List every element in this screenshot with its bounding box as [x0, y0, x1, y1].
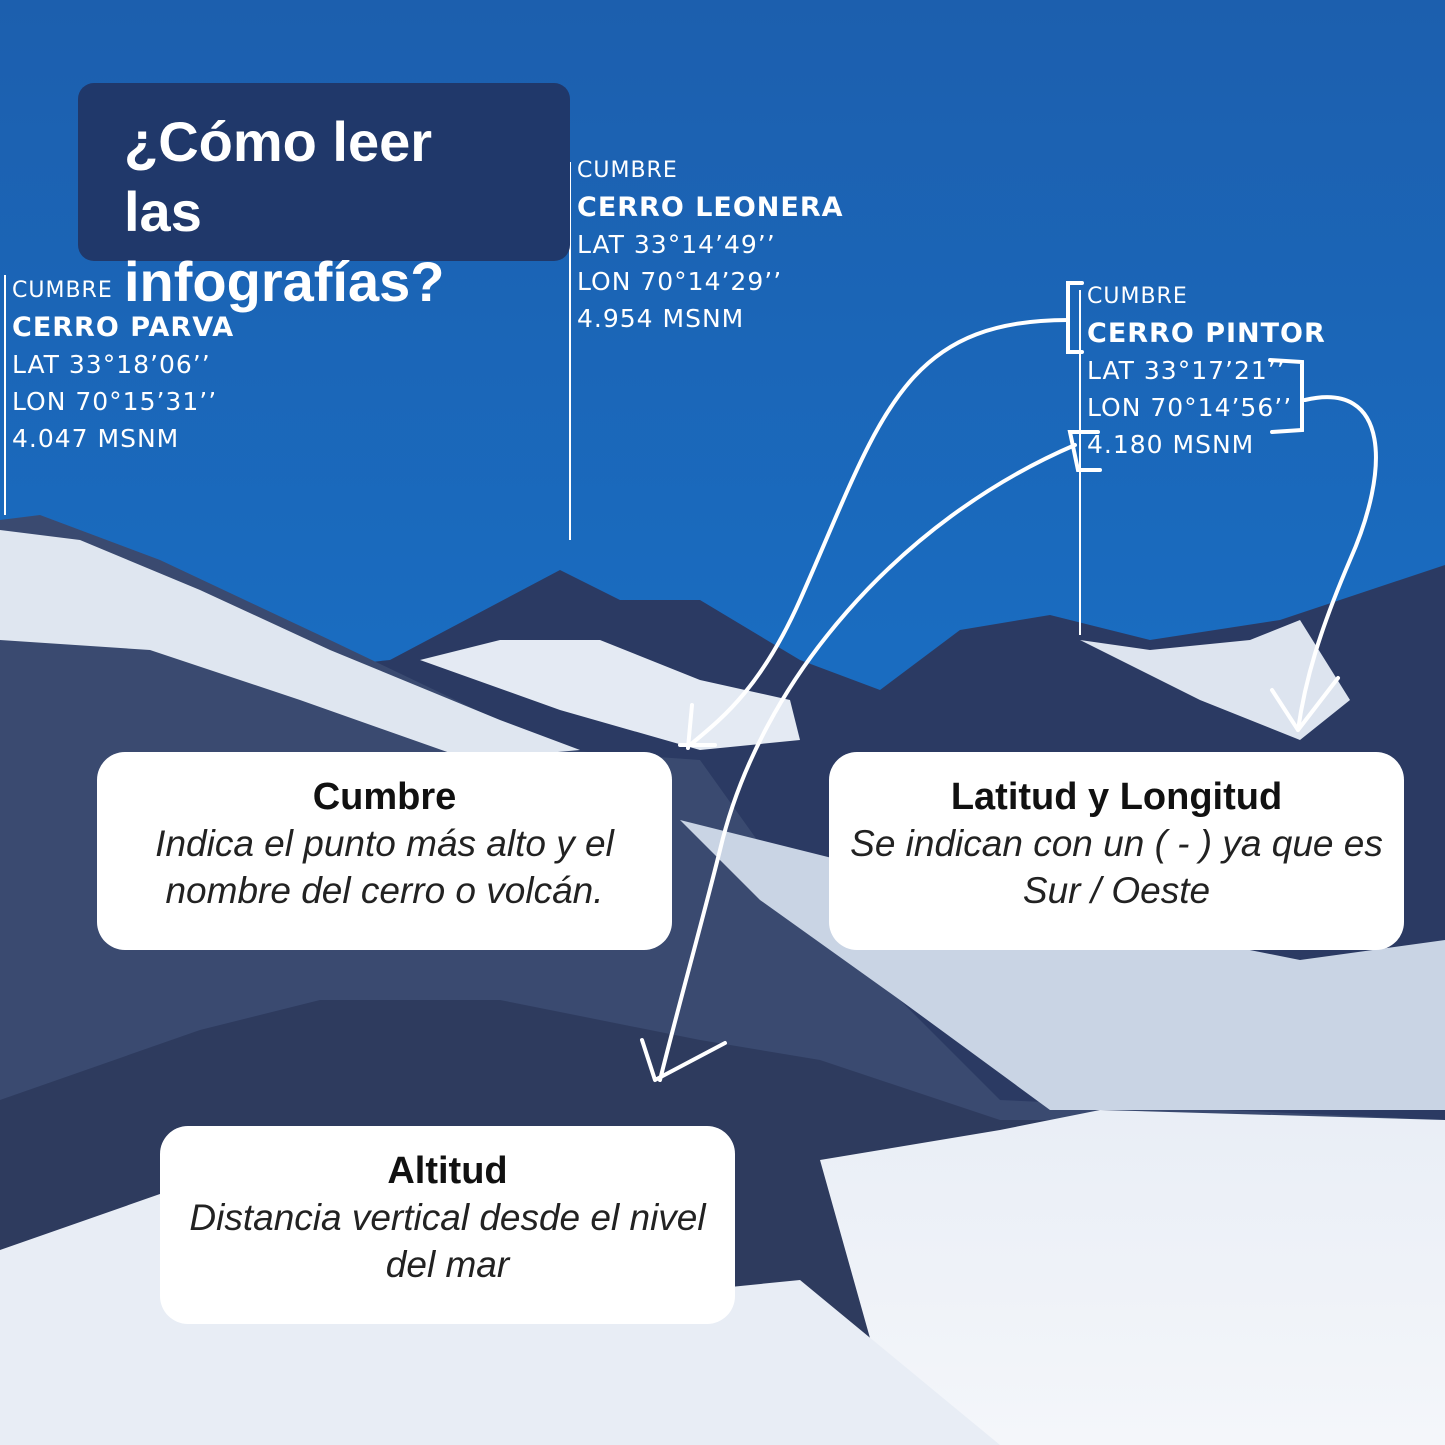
- snow-left: [0, 530, 580, 760]
- card-title: Altitud: [387, 1150, 508, 1192]
- arrow-latlon: [1296, 395, 1378, 732]
- snow-right: [1080, 620, 1350, 740]
- bracket-alt: [1067, 430, 1102, 472]
- peak-name: CERRO PARVA: [12, 312, 235, 343]
- peak-line-pintor: [1079, 290, 1081, 635]
- peak-lat: LAT 33°18’06’’: [12, 350, 211, 379]
- page-title: ¿Cómo leer las infografías?: [78, 83, 570, 313]
- peak-lon: LON 70°14’56’’: [1087, 393, 1293, 422]
- peak-parva: CUMBRE CERRO PARVA LAT 33°18’06’’ LON 70…: [12, 272, 234, 457]
- card-text: Se indican con un ( - ) ya que es Sur / …: [850, 823, 1383, 911]
- snowfield: [820, 1110, 1445, 1445]
- card-altitud: Altitud Distancia vertical desde el nive…: [160, 1126, 735, 1324]
- peak-lat: LAT 33°14’49’’: [577, 230, 776, 259]
- peak-name: CERRO LEONERA: [577, 192, 844, 223]
- arrows: [640, 281, 1378, 1082]
- card-title: Latitud y Longitud: [950, 776, 1283, 818]
- peak-lon: LON 70°14’29’’: [577, 267, 783, 296]
- peak-leonera: CUMBRE CERRO LEONERA LAT 33°14’49’’ LON …: [577, 152, 844, 337]
- card-text: Distancia vertical desde el nivel del ma…: [189, 1197, 706, 1285]
- peak-label: CUMBRE: [12, 278, 113, 303]
- peak-name: CERRO PINTOR: [1087, 318, 1326, 349]
- bracket-latlon: [1268, 358, 1304, 434]
- peak-label: CUMBRE: [577, 158, 678, 183]
- arrow-altitud: [658, 443, 1077, 1082]
- card-latlon: Latitud y Longitud Se indican con un ( -…: [829, 752, 1404, 950]
- card-title: Cumbre: [312, 776, 457, 818]
- card-cumbre: Cumbre Indica el punto más alto y el nom…: [97, 752, 672, 950]
- arrow-cumbre: [688, 318, 1070, 747]
- bracket-cumbre: [1066, 281, 1084, 354]
- peak-alt: 4.180 MSNM: [1087, 430, 1255, 459]
- peak-alt: 4.954 MSNM: [577, 304, 745, 333]
- peak-alt: 4.047 MSNM: [12, 424, 180, 453]
- peak-lat: LAT 33°17’21’’: [1087, 356, 1286, 385]
- peak-label: CUMBRE: [1087, 284, 1188, 309]
- card-text: Indica el punto más alto y el nombre del…: [155, 823, 614, 911]
- peak-line-leonera: [569, 162, 571, 540]
- peak-line-parva: [4, 275, 6, 515]
- peak-pintor: CUMBRE CERRO PINTOR LAT 33°17’21’’ LON 7…: [1087, 278, 1326, 463]
- snow-mid: [420, 640, 800, 750]
- peak-lon: LON 70°15’31’’: [12, 387, 218, 416]
